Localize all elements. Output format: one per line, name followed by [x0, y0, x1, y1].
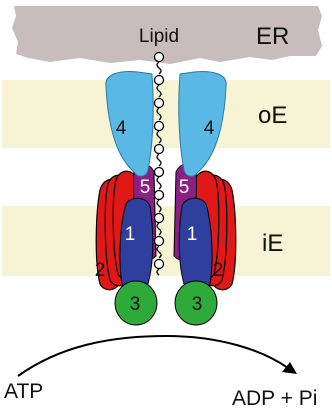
subunit-1-left-label: 1 — [125, 224, 136, 245]
lipid-label: Lipid — [139, 26, 179, 47]
adp-pi-label: ADP + Pi — [232, 387, 317, 409]
subunit-2-right-label: 2 — [213, 260, 224, 281]
subunit-5-left-label: 5 — [140, 177, 151, 198]
atp-label: ATP — [4, 380, 43, 403]
reaction-arrow — [18, 336, 288, 376]
arrowhead-icon — [282, 362, 297, 374]
subunit-4-left-label: 4 — [116, 118, 127, 139]
ie-label: iE — [262, 230, 283, 257]
subunit-3-right-label: 3 — [192, 294, 203, 315]
oe-label: oE — [258, 102, 287, 129]
subunit-1-right-label: 1 — [187, 224, 198, 245]
subunit-4-left — [106, 72, 153, 177]
subunit-4-right — [179, 72, 226, 177]
er-label: ER — [256, 23, 289, 50]
subunit-4-right-label: 4 — [204, 118, 215, 139]
subunit-5-right-label: 5 — [179, 177, 190, 198]
subunit-3-left-label: 3 — [130, 294, 141, 315]
subunit-2-left-label: 2 — [95, 260, 106, 281]
